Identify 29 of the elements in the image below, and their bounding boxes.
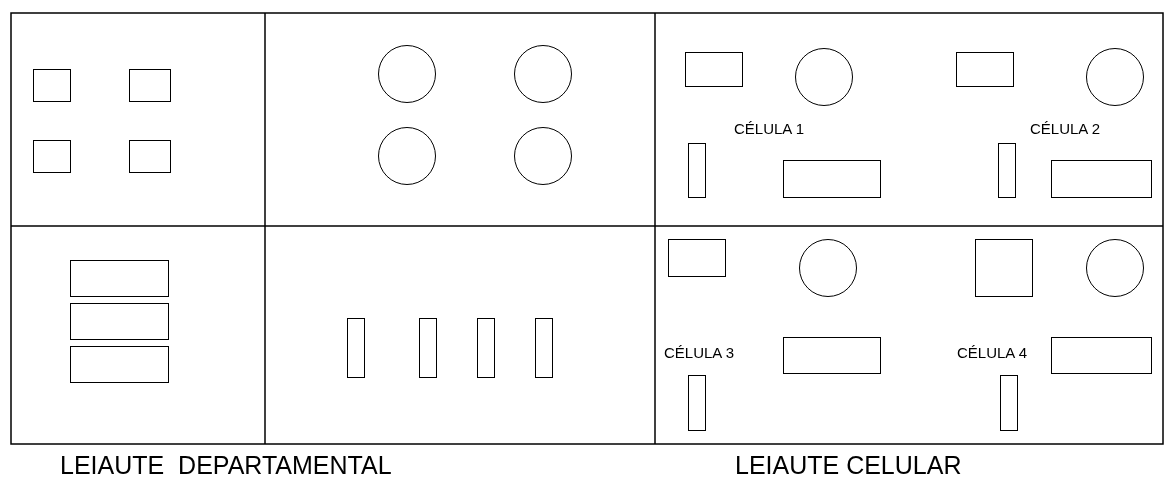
machine-box — [70, 346, 169, 383]
cell-label: CÉLULA 1 — [734, 121, 805, 136]
machine-box — [33, 69, 71, 102]
machine-box — [688, 143, 706, 198]
machine-box — [783, 337, 881, 374]
machine-box — [477, 318, 495, 378]
machine-box — [70, 260, 169, 297]
cell-label: CÉLULA 2 — [1030, 121, 1101, 136]
machine-box — [685, 52, 743, 87]
cell-label: CÉLULA 3 — [664, 345, 735, 360]
machine-box — [347, 318, 365, 378]
machine-box — [956, 52, 1014, 87]
layout-title: LEIAUTE CELULAR — [735, 453, 962, 478]
machine-box — [129, 69, 171, 102]
machine-box — [33, 140, 71, 173]
layout-title: LEIAUTE DEPARTAMENTAL — [60, 453, 392, 478]
machine-box — [419, 318, 437, 378]
machine-box — [129, 140, 171, 173]
machine-box — [688, 375, 706, 431]
machine-box — [1000, 375, 1018, 431]
machine-box — [1051, 337, 1152, 374]
cell-label: CÉLULA 4 — [957, 345, 1028, 360]
machine-box — [975, 239, 1033, 297]
machine-box — [535, 318, 553, 378]
machine-box — [1051, 160, 1152, 198]
machine-box — [783, 160, 881, 198]
machine-box — [70, 303, 169, 340]
machine-box — [998, 143, 1016, 198]
machine-box — [668, 239, 726, 277]
